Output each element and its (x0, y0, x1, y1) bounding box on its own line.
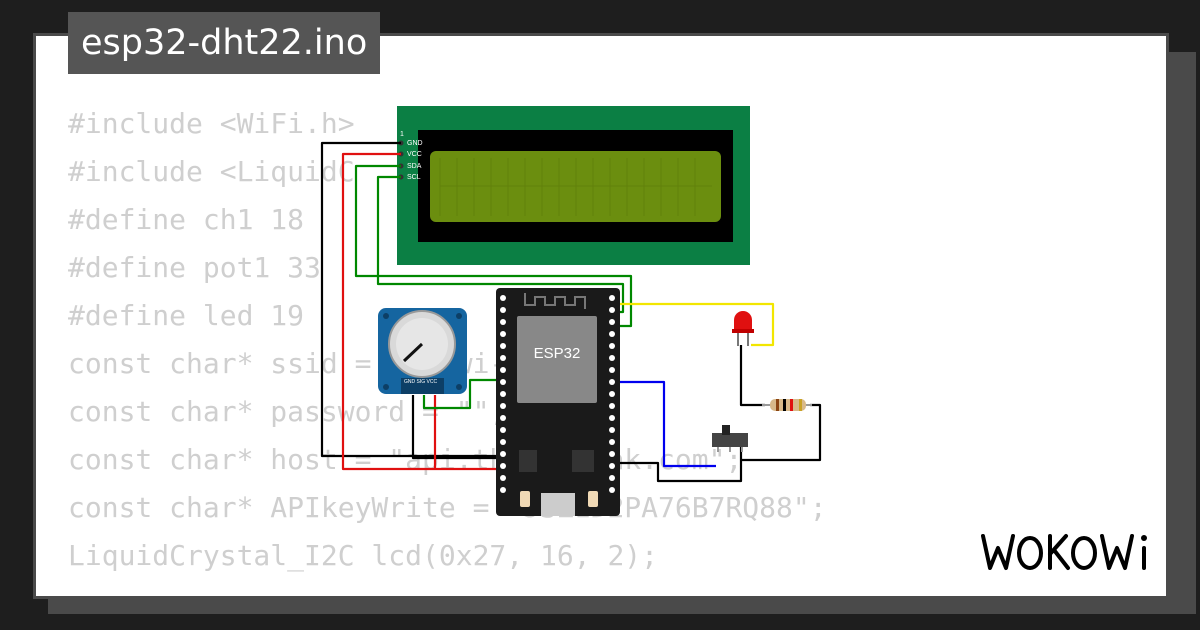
project-filename: esp32-dht22.ino (68, 12, 381, 74)
code-line: #define ch1 18 (68, 203, 305, 236)
wire-switch-gnd (614, 447, 743, 483)
wire-pot-gnd (411, 395, 498, 460)
red-led[interactable] (732, 311, 754, 346)
esp32-chip-label: ESP32 (534, 345, 581, 362)
wire-vcc (341, 152, 498, 471)
wires (320, 141, 822, 483)
boot-button[interactable] (520, 491, 530, 507)
resistor[interactable] (762, 399, 812, 411)
potentiometer-pins-label: GND SIG VCC (404, 379, 437, 385)
code-line: LiquidCrystal_I2C lcd(0x27, 16, 2); (68, 539, 659, 572)
wire-switch-signal (615, 380, 716, 468)
lcd-pin-sda-label: SDA (407, 163, 422, 170)
esp32-board[interactable]: ESP32 (496, 288, 620, 516)
wire-scl (376, 175, 625, 314)
wire-gnd (320, 141, 498, 458)
lcd-pin1-label: 1 (400, 131, 404, 138)
lcd-module[interactable]: 1 GND VCC SDA SCL (397, 106, 750, 265)
wire-pot-signal (422, 378, 498, 410)
wire-led-signal (615, 302, 775, 347)
wire-resistor (741, 403, 822, 462)
code-line: #include <WiFi.h> (68, 107, 355, 140)
code-preview: #include <WiFi.h> #include <LiquidC #defin… (68, 100, 827, 580)
lcd-pin-scl-label: SCL (407, 174, 421, 181)
wire-led-cathode (739, 345, 765, 407)
code-line: const char* password = ""; (68, 395, 507, 428)
reset-button[interactable] (588, 491, 598, 507)
potentiometer[interactable]: GND SIG VCC (378, 308, 467, 394)
lcd-pin-gnd-label: GND (407, 140, 423, 147)
wire-sda (354, 164, 633, 328)
wokwi-logo (981, 534, 1147, 570)
slide-switch[interactable] (712, 425, 748, 452)
code-line: #define pot1 33 (68, 251, 321, 284)
code-line: #define led 19 (68, 299, 305, 332)
code-line: #include <LiquidC (68, 155, 355, 188)
lcd-pin-vcc-label: VCC (407, 151, 422, 158)
